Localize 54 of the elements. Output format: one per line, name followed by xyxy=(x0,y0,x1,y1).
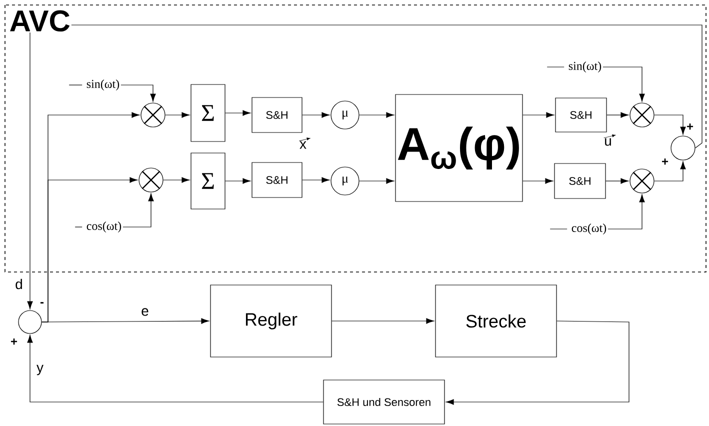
block-box: Σ xyxy=(190,84,226,142)
arrow xyxy=(120,84,156,102)
block-box: S&H und Sensoren xyxy=(323,380,445,424)
arrow xyxy=(122,193,154,228)
block-box: Regler xyxy=(210,284,332,358)
block-box: S&H xyxy=(252,97,302,133)
arrow xyxy=(654,114,686,135)
arrow xyxy=(302,112,330,118)
block-box: S&H xyxy=(252,162,302,198)
arrow xyxy=(446,320,630,405)
signal-label: sin(ωt) xyxy=(86,80,120,90)
block-box: S&H xyxy=(554,163,606,199)
edge-label: y xyxy=(36,364,44,376)
sign-label: + xyxy=(662,158,668,165)
arrow xyxy=(654,161,686,182)
junction-circle xyxy=(18,310,42,334)
block-box: A$_{ω}$(φ) xyxy=(395,94,523,202)
arrow xyxy=(608,194,645,230)
arrow xyxy=(359,112,394,118)
arrow xyxy=(602,66,645,102)
edge-label: d xyxy=(16,278,22,290)
junction-circle xyxy=(670,136,696,160)
arrow xyxy=(332,318,434,324)
arrow xyxy=(302,177,330,183)
sign-label: + xyxy=(11,338,18,345)
vector-label: x xyxy=(298,138,310,149)
arrow xyxy=(225,110,251,116)
arrow xyxy=(163,177,190,183)
arrow xyxy=(165,112,190,118)
edge-label: e xyxy=(142,308,148,316)
sign-label: + xyxy=(687,123,694,130)
multiplier-circle xyxy=(630,168,654,194)
vector-label: u xyxy=(604,134,616,146)
block-box: S&H xyxy=(555,98,607,132)
signal-label: sin(ωt) xyxy=(568,62,602,72)
arrow xyxy=(522,178,554,184)
frame-heading: AVC xyxy=(8,9,72,33)
signal-label: cos(ωt) xyxy=(86,222,122,232)
arrow xyxy=(27,334,324,402)
arrow xyxy=(359,178,394,184)
arrow xyxy=(522,112,554,118)
arrow xyxy=(225,178,251,184)
arrow xyxy=(27,24,702,310)
arrow xyxy=(42,177,138,322)
arrow xyxy=(606,112,629,118)
multiplier-circle xyxy=(140,102,166,128)
dashed-frame xyxy=(4,4,706,272)
arrow xyxy=(606,178,629,184)
multiplier-circle xyxy=(630,102,654,128)
signal-label: cos(ωt) xyxy=(572,224,606,234)
sign-label: - xyxy=(40,302,44,304)
block-box: Strecke xyxy=(435,284,557,358)
block-box: Σ xyxy=(190,152,226,210)
multiplier-circle xyxy=(138,168,164,192)
